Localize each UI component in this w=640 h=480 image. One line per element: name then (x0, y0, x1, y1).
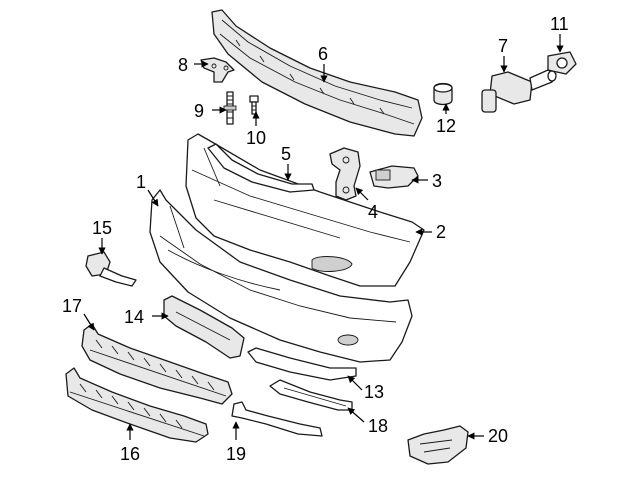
callout-6: 6 (318, 44, 328, 64)
leader-13 (347, 375, 363, 391)
part-9-stud[interactable] (223, 91, 237, 125)
callout-19: 19 (226, 444, 246, 464)
part-18-lower-grille[interactable] (269, 379, 353, 411)
callout-12: 12 (436, 116, 456, 136)
callout-11: 11 (550, 14, 569, 34)
part-14-license-bracket[interactable] (163, 295, 245, 359)
part-5-trim-strip[interactable] (207, 143, 315, 193)
callout-2: 2 (436, 222, 446, 242)
part-17-energy-absorber-upper[interactable] (81, 323, 233, 405)
leader-17 (83, 313, 95, 331)
part-19-molding[interactable] (231, 401, 323, 437)
callout-10: 10 (246, 128, 266, 148)
callout-4: 4 (368, 202, 378, 222)
part-11-gasket[interactable] (547, 51, 577, 75)
part-1-bumper-cover-front[interactable] (149, 189, 413, 363)
callout-9: 9 (194, 101, 204, 121)
callout-8: 8 (178, 55, 188, 75)
part-20-bracket[interactable] (407, 425, 469, 465)
callout-3: 3 (432, 171, 442, 191)
callout-14: 14 (124, 307, 144, 327)
part-7-tow-eye-mount[interactable] (481, 69, 557, 113)
part-13-lower-trim[interactable] (247, 347, 357, 381)
callout-18: 18 (368, 416, 388, 436)
callout-16: 16 (120, 444, 140, 464)
leader-lines (83, 34, 564, 440)
part-15-sensor-bracket[interactable] (85, 251, 137, 287)
callout-1: 1 (136, 172, 146, 192)
part-3-bracket[interactable] (369, 165, 419, 189)
callout-20: 20 (488, 426, 508, 446)
leader-4 (355, 187, 369, 201)
part-16-energy-absorber-lower[interactable] (65, 367, 209, 443)
part-8-bracket[interactable] (200, 57, 235, 83)
part-12-plug[interactable] (433, 82, 453, 106)
part-6-impact-bar[interactable] (211, 9, 423, 137)
callout-labels: 1 2 3 4 5 6 7 8 9 10 11 12 13 14 15 16 1… (62, 14, 569, 464)
callout-17: 17 (62, 296, 82, 316)
part-4-bracket[interactable] (329, 147, 361, 201)
leader-1 (147, 189, 159, 207)
callout-7: 7 (498, 36, 508, 56)
callout-5: 5 (281, 144, 291, 164)
part-10-bolt[interactable] (249, 95, 259, 115)
callout-13: 13 (364, 382, 384, 402)
callout-15: 15 (92, 218, 112, 238)
leader-18 (347, 407, 365, 423)
